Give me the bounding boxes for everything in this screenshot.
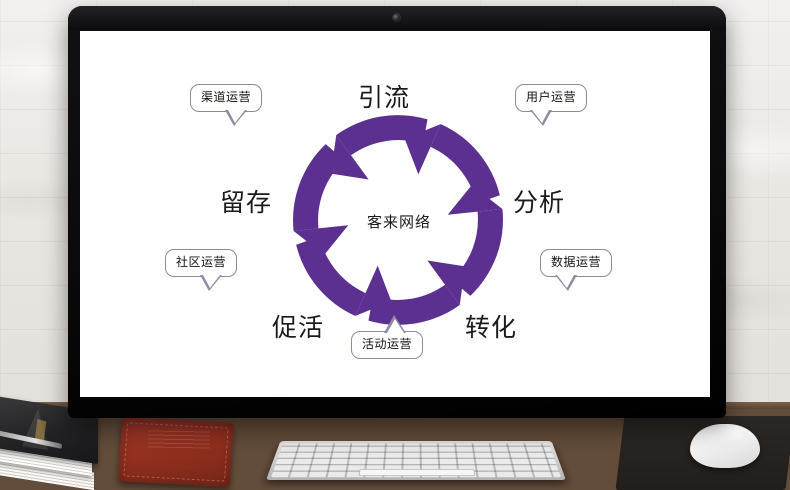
callout-channel-ops: 渠道运营 [190,84,263,126]
callout-community-ops-label: 社区运营 [176,255,227,269]
callout-tail-fill-icon [532,110,549,123]
callout-tail-fill-icon [228,110,246,123]
callout-data-ops-label: 数据运营 [551,255,602,269]
stage-label-conversion: 转化 [465,313,518,342]
callout-tail-fill-icon [387,319,405,333]
callout-channel-ops-label: 渠道运营 [201,90,252,104]
stage-label-activation: 促活 [272,313,325,342]
monitor-screen[interactable]: 客来网络 引流 分析 转化 促活 留存 渠道运营 用户运营 社区运营 [80,31,710,397]
keyboard-spacebar[interactable] [358,469,476,476]
circular-arrow-ring [293,115,503,325]
keyboard[interactable] [266,441,566,480]
stage-label-traffic: 引流 [358,83,411,112]
callout-activity-ops-label: 活动运营 [362,337,413,351]
mouse-highlight [698,427,742,443]
callout-tail-fill-icon [203,275,221,288]
callout-activity-ops: 活动运营 [351,315,424,359]
center-brand-label: 客来网络 [366,213,431,231]
stage-label-retention: 留存 [220,188,273,217]
webcam-icon [393,14,400,21]
callout-community-ops: 社区运营 [165,249,238,291]
callout-user-ops: 用户运营 [515,84,588,126]
cycle-diagram: 客来网络 引流 分析 转化 促活 留存 渠道运营 用户运营 社区运营 [80,31,710,397]
callout-tail-fill-icon [557,275,574,288]
callout-data-ops: 数据运营 [540,249,613,291]
leather-notebook-embossing [147,429,211,449]
callout-user-ops-label: 用户运营 [526,90,577,104]
stage-label-analysis: 分析 [513,188,566,217]
